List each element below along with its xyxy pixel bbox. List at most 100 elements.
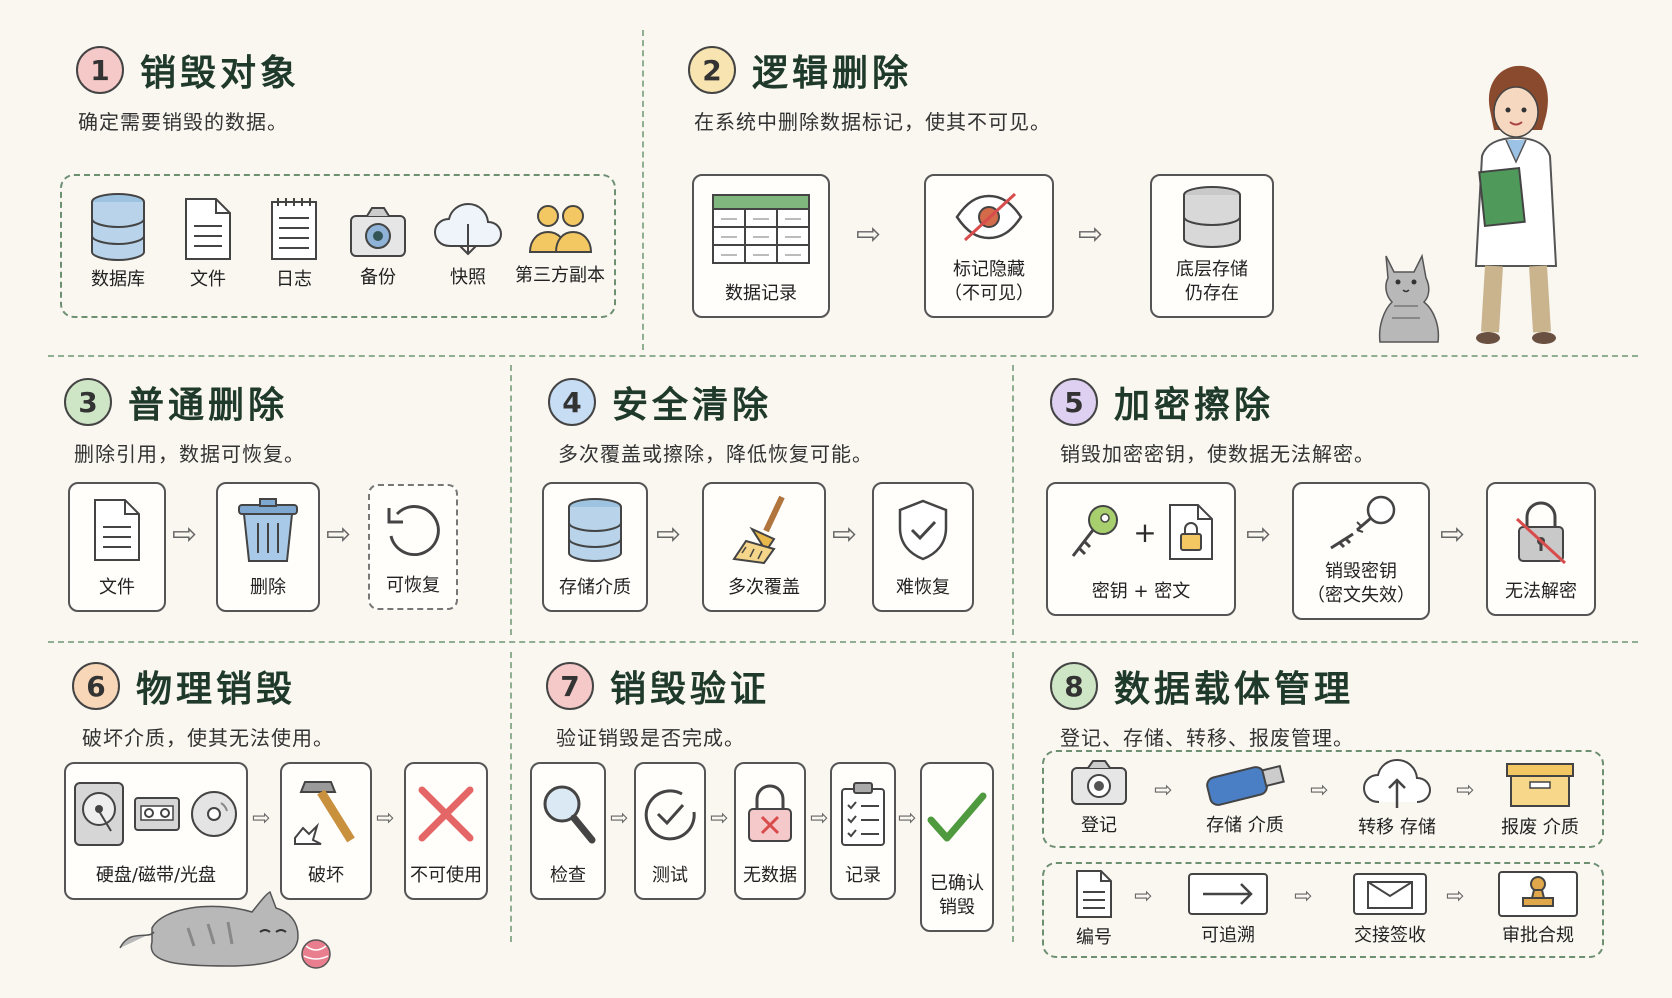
arrow-right-icon: ⇨ — [1440, 517, 1466, 552]
database-icon — [91, 193, 145, 262]
spreadsheet-icon — [712, 194, 810, 264]
checkmark-icon — [927, 792, 987, 842]
card-no-data: 无数据 — [734, 762, 806, 900]
card-label: 无法解密 — [1505, 581, 1577, 602]
carrier-transfer: 转移 存储 — [1344, 758, 1450, 840]
divider-h2 — [48, 641, 1638, 643]
section-title-1: 销毁对象 — [140, 53, 301, 94]
card-label: （密文失效） — [1307, 585, 1415, 606]
arrow-right-icon: ⇨ — [252, 806, 271, 831]
tape-icon — [134, 797, 180, 831]
target-third-party: 第三方副本 — [510, 200, 610, 288]
section-desc-5: 销毁加密密钥，使数据无法解密。 — [1060, 442, 1375, 466]
cat-sitting-illustration — [1378, 253, 1440, 343]
card-label: 记录 — [845, 865, 881, 886]
card-label: 文件 — [99, 577, 135, 598]
card-label: 不可使用 — [410, 865, 482, 886]
card-hard-to-recover: 难恢复 — [872, 482, 974, 612]
cat-lying-illustration — [119, 890, 331, 969]
card-data-record: 数据记录 — [692, 174, 830, 318]
target-backup: 备份 — [346, 204, 410, 290]
carrier-handover: 交接签收 — [1338, 870, 1442, 948]
card-delete: 删除 — [216, 482, 320, 612]
card-confirmed: 已确认 销毁 — [920, 762, 994, 932]
card-label: 多次覆盖 — [728, 577, 800, 598]
carrier-label: 存储 介质 — [1206, 815, 1284, 836]
arrow-right-icon: ⇨ — [1294, 884, 1313, 909]
card-label: 检查 — [550, 865, 586, 886]
section-5: 5 加密擦除 销毁加密密钥，使数据无法解密。 — [1050, 376, 1375, 467]
divider-h1 — [48, 355, 1638, 357]
section-title-3: 普通删除 — [128, 385, 289, 426]
section-title-6: 物理销毁 — [136, 669, 297, 710]
section-6: 6 物理销毁 破坏介质，使其无法使用。 — [72, 660, 334, 751]
section-title-7: 销毁验证 — [610, 669, 771, 710]
key-icon — [1072, 505, 1119, 557]
step-number-8: 8 — [1050, 662, 1098, 710]
carrier-traceable: 可追溯 — [1182, 870, 1274, 948]
arrow-right-icon: ⇨ — [710, 806, 729, 831]
carrier-label: 编号 — [1076, 927, 1112, 948]
broom-icon — [732, 495, 785, 565]
card-label: 硬盘/磁带/光盘 — [95, 865, 217, 886]
card-unusable: 不可使用 — [404, 762, 488, 900]
card-label: 测试 — [652, 865, 688, 886]
arrow-right-icon: ⇨ — [326, 517, 352, 552]
section-4: 4 安全清除 多次覆盖或擦除，降低恢复可能。 — [548, 376, 873, 467]
step-number-7: 7 — [546, 662, 594, 710]
section-title-5: 加密擦除 — [1114, 385, 1275, 426]
broken-key-icon — [1330, 495, 1396, 550]
divider-v4 — [510, 652, 512, 942]
target-label: 文件 — [190, 269, 226, 290]
card-test: 测试 — [634, 762, 706, 900]
section-desc-4: 多次覆盖或擦除，降低恢复可能。 — [558, 442, 873, 466]
card-destroy-key: 销毁密钥 （密文失效） — [1292, 482, 1430, 620]
carrier-row-1-box — [1042, 750, 1604, 848]
document-icon — [94, 499, 140, 561]
step-number-6: 6 — [72, 662, 120, 710]
eye-slash-icon — [955, 192, 1023, 242]
step-number-2: 2 — [688, 46, 736, 94]
camera-icon — [350, 207, 406, 257]
camera-icon — [1071, 760, 1127, 805]
card-label: 密钥 + 密文 — [1091, 581, 1191, 602]
card-storage-media: 存储介质 — [542, 482, 648, 612]
card-inspect: 检查 — [530, 762, 606, 900]
arrow-right-icon: ⇨ — [376, 806, 395, 831]
arrow-right-icon: ⇨ — [656, 517, 682, 552]
document-icon — [185, 198, 231, 260]
section-title-4: 安全清除 — [612, 385, 773, 426]
shield-check-icon — [898, 499, 948, 561]
card-label: 难恢复 — [896, 577, 950, 598]
card-label: 删除 — [250, 577, 286, 598]
divider-v2 — [510, 365, 512, 635]
clipboard-checklist-icon — [841, 782, 885, 846]
card-label: 标记隐藏 — [953, 259, 1025, 280]
targets-box — [60, 174, 616, 318]
arrow-box-icon — [1188, 873, 1268, 915]
target-label: 数据库 — [91, 269, 145, 290]
arrow-right-icon: ⇨ — [810, 806, 829, 831]
section-8: 8 数据载体管理 登记、存储、转移、报废管理。 — [1050, 660, 1354, 751]
arrow-right-icon: ⇨ — [172, 517, 198, 552]
carrier-label: 转移 存储 — [1358, 817, 1436, 838]
card-mark-hidden: 标记隐藏 （不可见） — [924, 174, 1054, 318]
section-3: 3 普通删除 删除引用，数据可恢复。 — [64, 376, 305, 467]
divider-v1 — [642, 30, 644, 350]
card-label: 存储介质 — [559, 577, 631, 598]
section-title-2: 逻辑删除 — [752, 53, 913, 94]
locked-document-icon — [1168, 504, 1213, 560]
card-label: 底层存储 — [1176, 259, 1248, 280]
step-number-3: 3 — [64, 378, 112, 426]
card-label: 可恢复 — [386, 575, 440, 596]
target-snapshot: 快照 — [432, 200, 504, 290]
card-label: 破坏 — [308, 865, 344, 886]
carrier-approval: 审批合规 — [1488, 868, 1588, 948]
target-label: 第三方副本 — [515, 265, 605, 286]
target-database: 数据库 — [86, 192, 150, 292]
divider-v3 — [1012, 365, 1014, 635]
cloud-upload-icon — [1362, 758, 1432, 808]
undo-circle-icon — [387, 505, 440, 557]
carrier-storage-media: 存储 介质 — [1190, 762, 1300, 838]
card-cannot-decrypt: 无法解密 — [1486, 482, 1596, 616]
